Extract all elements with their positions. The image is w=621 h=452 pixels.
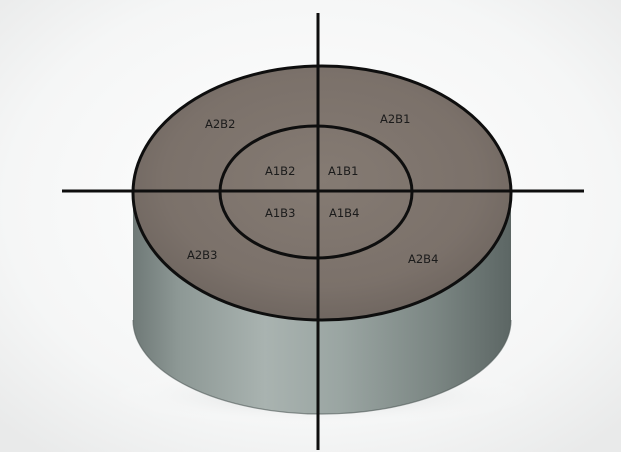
label-a2b3: A2B3 [187, 248, 217, 262]
label-a1b4: A1B4 [329, 206, 359, 220]
label-a1b2: A1B2 [265, 164, 295, 178]
label-a1b3: A1B3 [265, 206, 295, 220]
label-a2b4: A2B4 [408, 252, 438, 266]
label-a1b1: A1B1 [328, 164, 358, 178]
label-a2b1: A2B1 [380, 112, 410, 126]
label-a2b2: A2B2 [205, 117, 235, 131]
cylinder-top-face [133, 66, 511, 320]
